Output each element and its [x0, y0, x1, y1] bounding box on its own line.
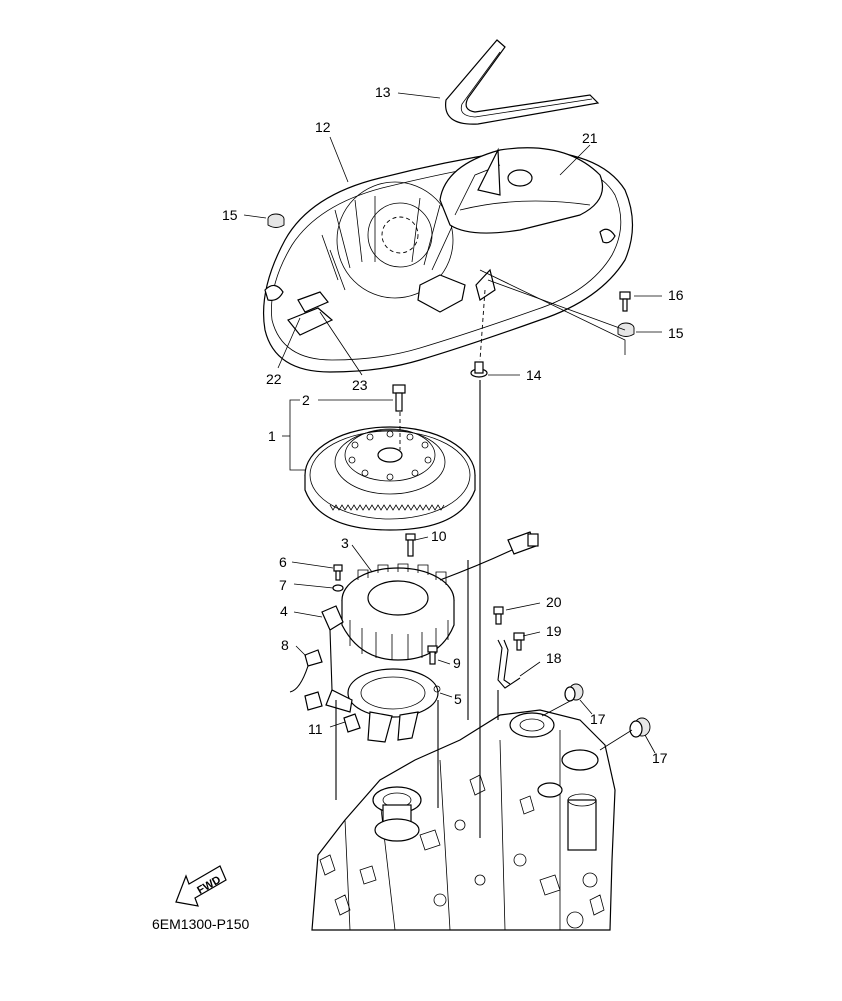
clamp-8: [289, 649, 323, 693]
callout-labels: 1 2 3 4 5 6 7 8 9 10 11 12 13 14 15 15 1…: [222, 84, 684, 766]
callout-10: 10: [431, 528, 447, 544]
callout-20: 20: [546, 594, 562, 610]
screw-6: [333, 564, 343, 581]
callout-8: 8: [281, 637, 289, 653]
callout-15-right: 15: [668, 325, 684, 341]
stator-base: [325, 668, 441, 743]
callout-22: 22: [266, 371, 282, 387]
wire-connector: [304, 691, 323, 711]
bolt-20: [493, 606, 504, 625]
plug-17-left: [564, 683, 584, 702]
stator-assembly: [341, 531, 539, 661]
connector-11: [343, 713, 361, 733]
callout-4: 4: [280, 603, 288, 619]
callout-14: 14: [526, 367, 542, 383]
callout-12: 12: [315, 119, 331, 135]
callout-17-right: 17: [652, 750, 668, 766]
bolt-10: [405, 533, 416, 557]
bracket-18: [497, 639, 521, 689]
callout-13: 13: [375, 84, 391, 100]
flywheel-rotor: [304, 426, 476, 531]
grommet-left: [267, 213, 285, 228]
fwd-arrow-icon: FWD: [175, 865, 227, 907]
flywheel-cover: [262, 147, 634, 373]
flywheel-bolt: [392, 384, 406, 412]
callout-18: 18: [546, 650, 562, 666]
callout-16: 16: [668, 287, 684, 303]
collar-14: [470, 361, 488, 378]
grommet-right: [617, 322, 635, 337]
plug-17-right: [629, 717, 651, 738]
screw-9: [427, 645, 438, 665]
callout-5: 5: [454, 691, 462, 707]
callout-17-left: 17: [590, 711, 606, 727]
callout-2: 2: [302, 392, 310, 408]
timing-belt: [445, 39, 600, 125]
callout-19: 19: [546, 623, 562, 639]
callout-9: 9: [453, 655, 461, 671]
callout-3: 3: [341, 535, 349, 551]
callout-21: 21: [582, 130, 598, 146]
callout-6: 6: [279, 554, 287, 570]
callout-23: 23: [352, 377, 368, 393]
diagram-code: 6EM1300-P150: [152, 916, 250, 932]
callout-11: 11: [308, 721, 323, 737]
bolt-16: [619, 291, 631, 312]
leader-lines: [243, 92, 662, 838]
callout-15-left: 15: [222, 207, 238, 223]
callout-1: 1: [268, 428, 276, 444]
washer-7: [332, 584, 344, 592]
bolt-19: [513, 632, 525, 651]
callout-7: 7: [279, 577, 287, 593]
engine-block: [311, 709, 616, 931]
pulser-coil: [321, 605, 344, 703]
